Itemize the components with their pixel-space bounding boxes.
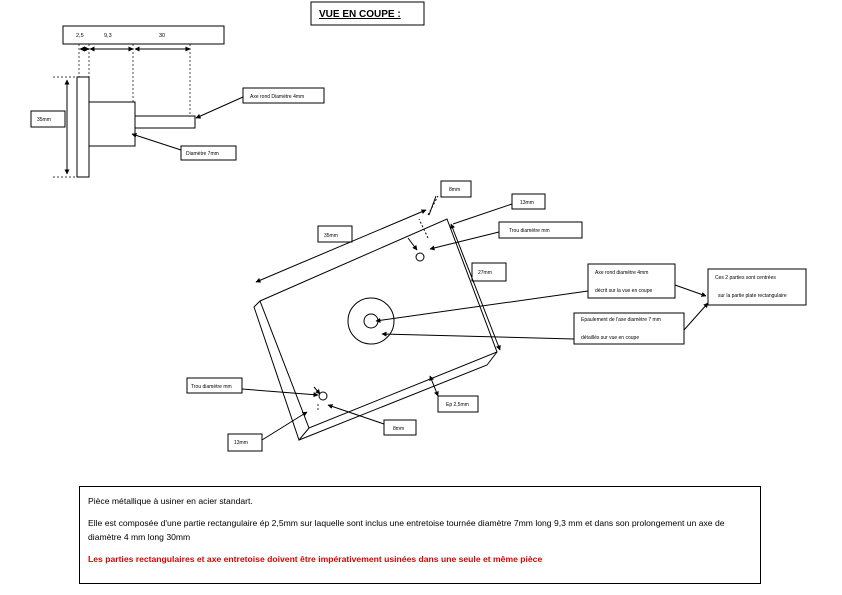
height-35mm-label: 35mm	[37, 117, 51, 123]
top-13mm-label: 13mm	[520, 200, 534, 206]
callout-centrees-line1: Ces 2 parties sont centrées	[715, 275, 776, 281]
callout-axe-line1: Axe rond diamètre 4mm	[595, 270, 648, 276]
side-view-labels: 35mm Axe rond Diamètre 4mm Diamètre 7mm	[30, 87, 325, 161]
plate-27mm-label: 27mm	[478, 270, 492, 276]
diametre-7mm-label: Diamètre 7mm	[186, 151, 219, 157]
bottom-8mm-label: 8mm	[393, 426, 404, 432]
description-line1: Pièce métallique à usiner en acier stand…	[88, 496, 253, 506]
top-trou-label: Trou diamètre mm	[509, 228, 550, 234]
extension-lines	[53, 44, 191, 178]
bottom-trou-label: Trou diamètre mm	[191, 384, 232, 390]
description-warning: Les parties rectangulaires et axe entret…	[88, 554, 543, 564]
dim-30-label: 30	[159, 33, 165, 39]
page-title: VUE EN COUPE :	[319, 9, 401, 20]
callout-epaul-line2: détaillés sur vue en coupe	[581, 335, 639, 341]
plate-dimensions	[255, 195, 501, 397]
plate-35mm-label: 35mm	[324, 233, 338, 239]
title-box: VUE EN COUPE :	[310, 1, 425, 26]
bottom-13mm-label: 13mm	[234, 440, 248, 446]
dimension-header: 2,5 9,3 30	[62, 25, 225, 45]
callout-centrees-line2: sur la partie plate rectangulaire	[718, 293, 787, 299]
description-line2: Elle est composée d'une partie rectangul…	[88, 518, 725, 542]
side-view-part	[64, 76, 196, 178]
description-box: Pièce métallique à usiner en acier stand…	[79, 486, 761, 584]
callout-epaul-line1: Epaulement de l'axe diamètre 7 mm	[581, 317, 661, 323]
top-8mm-label: 8mm	[449, 187, 460, 193]
plate-labels: 8mm 13mm Trou diamètre mm 35mm 27mm Axe …	[186, 180, 807, 452]
dim-9-3-label: 9,3	[104, 33, 112, 39]
dim-2-5-label: 2,5	[76, 33, 84, 39]
ep-label: Ep 2,5mm	[446, 402, 469, 408]
axe-4mm-label: Axe rond Diamètre 4mm	[250, 94, 304, 100]
callout-axe-line2: décrit sur la vue en coupe	[595, 288, 652, 294]
